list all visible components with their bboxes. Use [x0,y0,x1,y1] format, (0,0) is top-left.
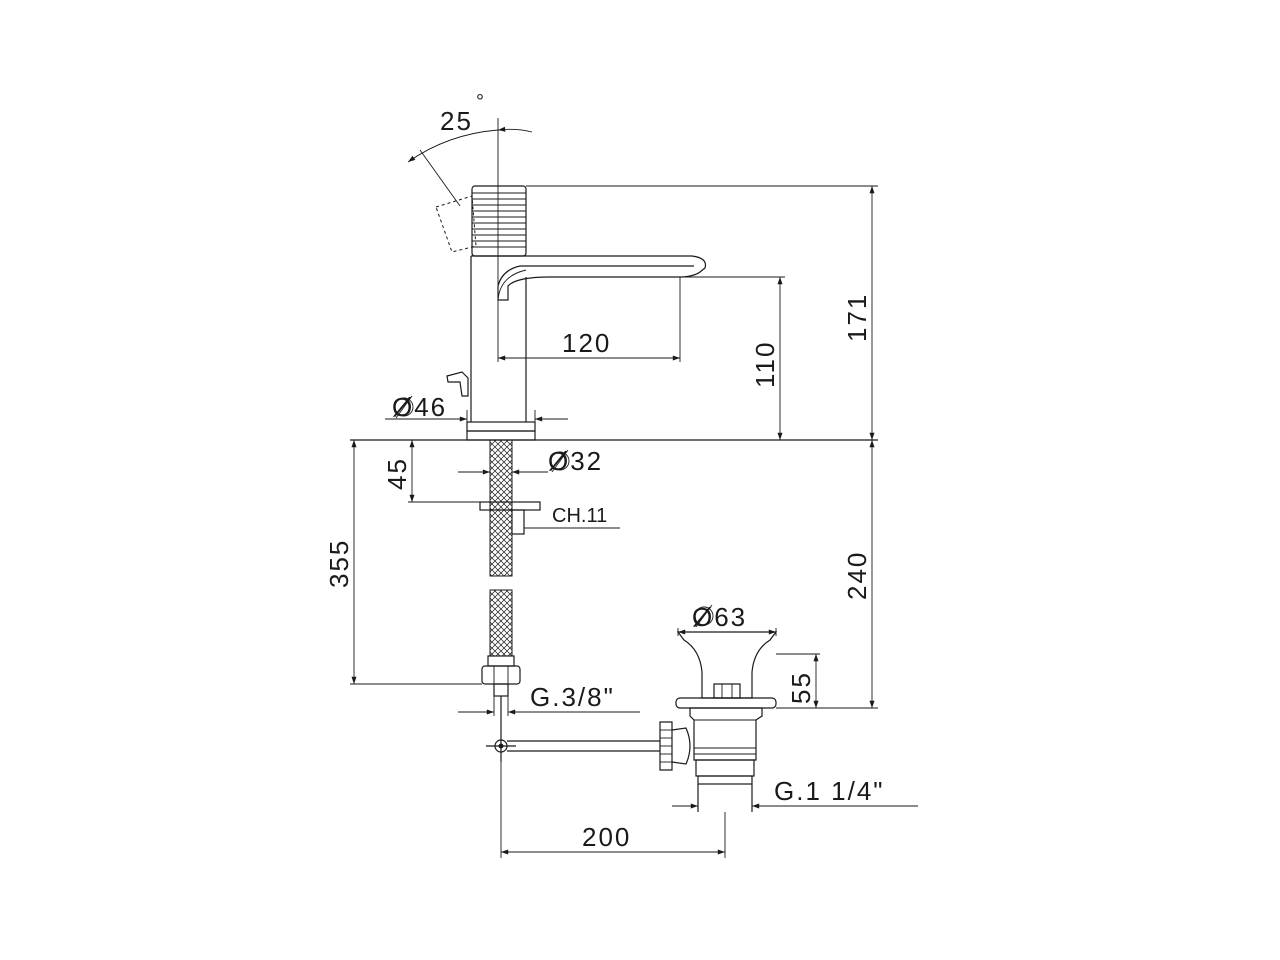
pop-up-waste [507,631,778,812]
base-diameter-label: Ø46 [392,392,447,422]
angle-unit-label: ° [476,91,484,113]
spout-height-label: 110 [750,341,780,388]
pop-up-head-height-label: 55 [786,671,816,704]
total-height-label: 171 [842,293,872,342]
shank-length-label: 45 [382,457,412,490]
hose-connection-label: G.3/8" [530,682,615,712]
hose-length-label: 355 [324,539,354,588]
angle-label: 25 [440,106,473,136]
nut-size-label: CH.11 [552,505,607,527]
waste-thread-label: G.1 1/4" [774,776,885,806]
shank-and-hose [350,439,878,762]
faucet-body [435,185,707,441]
rod-length-label: 200 [582,822,631,852]
rotated-handle-outline [435,195,477,253]
dimension-labels: 25 ° 171 110 120 Ø46 Ø32 45 CH.11 355 G.… [324,91,885,852]
dimension-lines [351,126,875,855]
pop-up-diameter-label: Ø63 [692,602,747,632]
waste-depth-label: 240 [842,551,872,600]
extension-lines [350,118,918,858]
spout-reach-label: 120 [562,328,611,358]
diameter-symbols [394,395,714,628]
shank-diameter-label: Ø32 [548,446,603,476]
